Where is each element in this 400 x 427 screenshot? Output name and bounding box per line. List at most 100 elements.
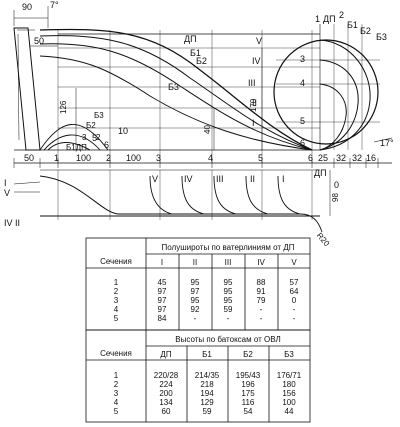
bottom-dim-25: 25 — [318, 153, 328, 163]
plan-r20-label: R20 — [315, 231, 332, 248]
buttock-b3 — [39, 55, 313, 151]
table2-cell: 194 — [200, 389, 214, 398]
table1-cell: 95 — [191, 296, 200, 305]
label-3-low: 3 — [82, 133, 87, 142]
table1-cell: 88 — [257, 278, 266, 287]
table2-cell: 156 — [282, 389, 296, 398]
dim-5-label: 5 — [92, 133, 97, 143]
table2-cell: 195/43 — [236, 371, 261, 380]
table2-frame — [85, 329, 311, 423]
bottom-label-6: 6 — [308, 153, 313, 163]
table1-cell: - — [293, 314, 296, 323]
plan-label-v: V — [4, 188, 10, 198]
plan-dim-98-label: 98 — [331, 193, 340, 202]
buttock-b1 — [39, 35, 313, 151]
table1-cell: 59 — [224, 305, 233, 314]
table2-cell: 214/35 — [195, 371, 220, 380]
bottom-dim-100a: 100 — [76, 153, 91, 163]
label-b3: Б3 — [168, 82, 179, 92]
plan-wl-i — [277, 175, 301, 215]
table2-cell: 44 — [285, 407, 294, 416]
table1-cell: 95 — [191, 278, 200, 287]
table1-cell: 45 — [158, 278, 167, 287]
table2-cell: 129 — [200, 398, 214, 407]
body-label-dp: ДП — [323, 14, 336, 24]
table2-col-header: ДП — [160, 350, 171, 359]
body-row-4: 4 — [300, 78, 305, 88]
table1-col-header: II — [193, 258, 197, 267]
table2-row-section: 5 — [114, 407, 119, 416]
table2-row-section: 2 — [114, 380, 119, 389]
table1-cell: - — [227, 314, 230, 323]
buttock-b2 — [39, 43, 313, 151]
angle-17-line — [373, 137, 393, 143]
plan-wl-iv-label: IV — [184, 174, 193, 184]
label-wl-ii: II — [252, 98, 257, 108]
table1-title: Полушироты по ватерлиниям от ДП — [162, 243, 295, 252]
table1-cell: - — [260, 314, 263, 323]
body-label-b1: Б1 — [347, 20, 358, 30]
plan-leader-i — [13, 181, 41, 185]
table2-col-header: Б2 — [243, 350, 253, 359]
table2-cell: 224 — [159, 380, 173, 389]
table1-cell: 95 — [224, 296, 233, 305]
bottom-dim-32b: 32 — [352, 153, 362, 163]
table2-header-sections: Сечения — [100, 349, 132, 358]
plan-view — [13, 169, 331, 233]
table1-row-section: 5 — [114, 314, 119, 323]
table1-col-header: III — [225, 258, 232, 267]
body-section-curve-c — [319, 83, 347, 151]
table1-cell: 57 — [290, 278, 299, 287]
table1-cell: 97 — [158, 305, 167, 314]
table2-col-header: Б1 — [202, 350, 212, 359]
table-half-breadths — [85, 237, 311, 331]
drawing-labels: 90 7° 50 126 10 5 6 40 170 17° ДП Б1 Б2 … — [4, 0, 394, 248]
table1-cell: 97 — [158, 296, 167, 305]
stem-inner — [17, 33, 20, 141]
plan-wl-ii — [245, 175, 269, 215]
label-wl-v: V — [256, 36, 262, 46]
table1-cell: - — [194, 314, 197, 323]
dim-50-label: 50 — [34, 36, 44, 46]
label-b1: Б1 — [190, 48, 201, 58]
label-dp: ДП — [184, 34, 197, 44]
table1-col-header: IV — [257, 258, 265, 267]
body-label-1: 1 — [315, 14, 320, 24]
bottom-curve-2 — [43, 134, 101, 151]
body-label-b2: Б2 — [360, 26, 371, 36]
plan-wl-outer — [39, 175, 300, 215]
label-wl-iii: III — [248, 78, 256, 88]
bottom-dim-16: 16 — [366, 153, 376, 163]
dim-170-label: 170 — [249, 98, 258, 112]
table1-cell: 91 — [257, 287, 266, 296]
body-row-3: 3 — [300, 54, 305, 64]
dim-7deg-label: 7° — [50, 0, 59, 10]
table2-row-section: 1 — [114, 371, 119, 380]
label-wl-iv: IV — [252, 56, 261, 66]
table1-col-header: V — [291, 258, 297, 267]
table2-cell: 59 — [203, 407, 212, 416]
label-b2: Б2 — [196, 56, 207, 66]
plan-wl-iii-label: III — [216, 174, 224, 184]
body-row-5: 5 — [300, 116, 305, 126]
body-section-curve-a — [319, 39, 371, 151]
table1-col-header: I — [161, 258, 163, 267]
table1-cell: 92 — [191, 305, 200, 314]
label-b2-low: Б2 — [86, 121, 96, 130]
plan-dim-0-label: 0 — [334, 180, 339, 190]
table2-cell: 220/28 — [154, 371, 179, 380]
plan-label-i: I — [4, 178, 7, 188]
table1-cell: 84 — [158, 314, 167, 323]
plan-wl-iv — [181, 175, 205, 215]
dim-10-label: 10 — [118, 126, 128, 136]
plan-wl-iii — [213, 175, 237, 215]
table1-cell: 79 — [257, 296, 266, 305]
label-b1dp-low: Б1ДП — [66, 143, 87, 152]
table1-row-section: 1 — [114, 278, 119, 287]
table2-cell: 60 — [162, 407, 171, 416]
bottom-dim-50: 50 — [24, 153, 34, 163]
plan-wl-ii-label: II — [250, 174, 255, 184]
bottom-label-5: 5 — [258, 153, 263, 163]
